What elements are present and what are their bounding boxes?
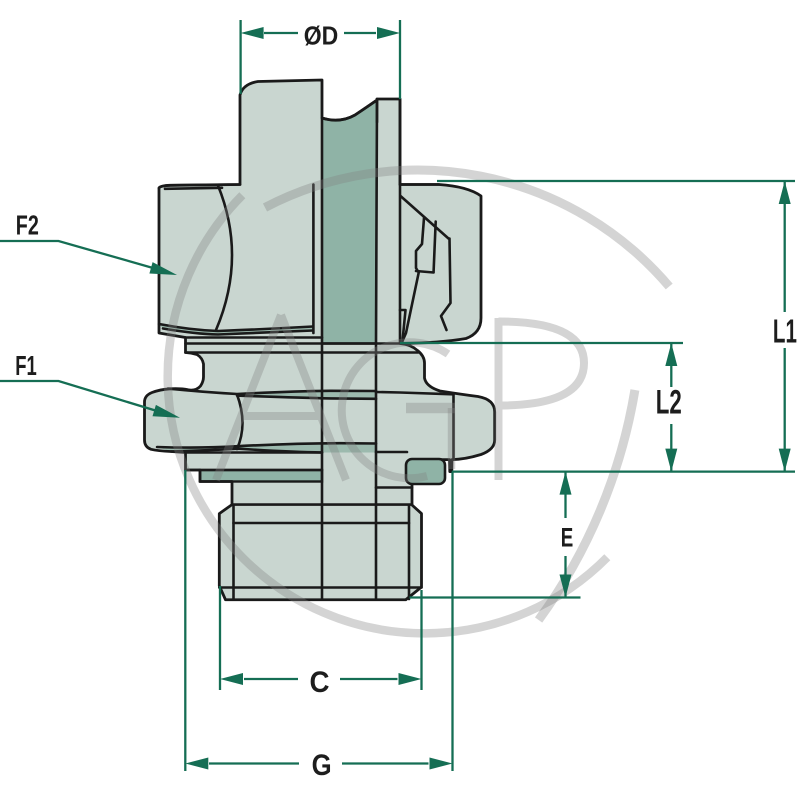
svg-text:F2: F2: [16, 210, 39, 241]
svg-text:C: C: [310, 666, 330, 699]
svg-text:E: E: [561, 523, 574, 553]
svg-text:ØD: ØD: [304, 20, 339, 50]
svg-text:F1: F1: [15, 350, 37, 381]
svg-text:L1: L1: [773, 313, 797, 350]
svg-text:G: G: [312, 749, 332, 782]
svg-text:L2: L2: [656, 384, 682, 422]
